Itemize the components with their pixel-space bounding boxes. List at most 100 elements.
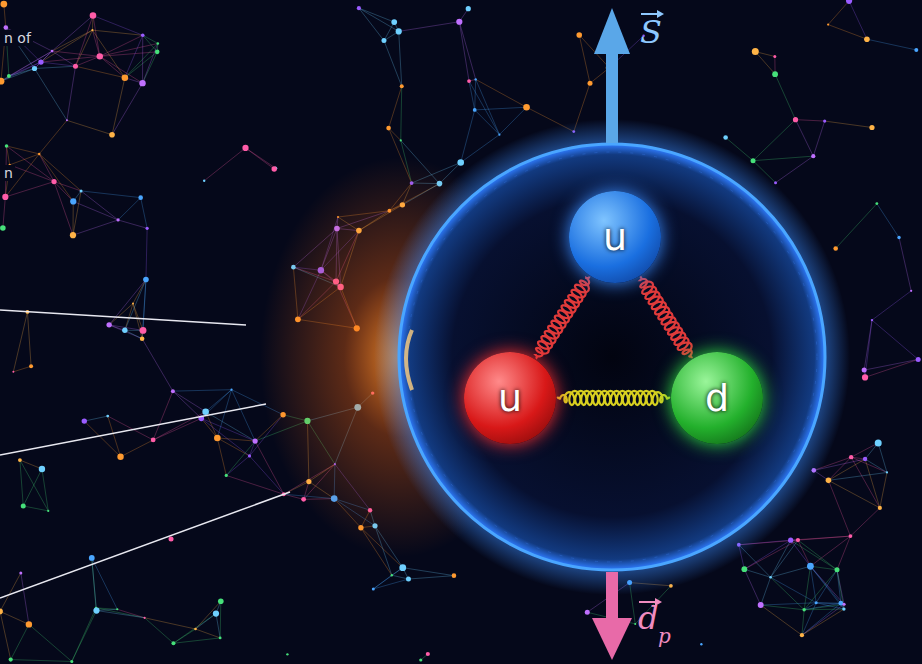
network-filament [153,412,205,440]
network-spark [826,478,832,484]
network-spark [253,438,258,443]
network-filament [54,182,73,202]
network-filament [403,568,454,576]
network-spark [51,179,56,184]
network-spark [773,55,776,58]
network-filament [23,469,42,506]
network-spark [372,587,375,590]
network-filament [392,575,409,579]
network-spark [910,290,912,292]
network-spark [452,573,457,578]
network-spark [381,38,386,43]
network-spark [752,48,759,55]
network-spark [807,563,814,570]
network-spark [169,537,174,542]
network-filament [173,390,232,391]
network-spark [400,139,402,141]
network-spark [498,134,500,136]
network-spark [399,564,406,571]
network-filament [72,611,97,662]
leader-line [0,310,246,325]
network-filament [459,22,475,80]
network-spark [218,598,224,604]
network-filament [143,35,158,43]
network-spark [230,389,232,391]
network-spark [203,180,205,182]
network-filament [27,312,31,366]
network-spark [5,144,9,148]
network-filament [246,148,276,168]
network-filament [72,201,73,235]
network-filament [92,558,118,609]
network-filament [753,156,813,161]
network-spark [576,32,582,38]
network-spark [122,328,127,333]
network-spark [32,66,37,71]
sphere-edge-glow [406,330,412,390]
network-spark [456,19,462,25]
network-spark [793,117,798,122]
network-filament [4,4,6,27]
network-filament [42,469,48,511]
network-spark [849,455,853,459]
network-filament [877,204,899,238]
network-filament [476,79,527,107]
network-spark [406,577,411,582]
network-filament [41,62,76,66]
network-filament [117,609,144,618]
network-spark [89,555,95,561]
network-spark [143,277,149,283]
network-filament [75,16,92,67]
network-filament [217,438,226,475]
network-filament [761,577,771,605]
network-spark [846,0,852,4]
network-spark [144,617,146,619]
network-filament [41,56,100,62]
network-spark [26,621,32,627]
network-filament [13,312,27,372]
network-filament [142,339,173,391]
network-spark [741,566,747,572]
network-spark [138,195,143,200]
network-spark [811,154,815,158]
network-filament [776,156,814,183]
network-spark [862,374,868,380]
network-filament [1,62,41,81]
network-filament [373,579,408,589]
network-filament [141,198,147,229]
network-filament [384,41,402,87]
spin-symbol: S [640,16,662,48]
network-spark [271,166,276,171]
network-spark [214,435,221,442]
network-filament [201,418,255,441]
network-spark [140,336,145,341]
network-spark [18,458,22,462]
network-spark [0,225,6,231]
network-filament [851,457,887,472]
network-filament [75,66,124,78]
network-filament [125,43,158,77]
network-spark [871,319,873,321]
network-filament [108,416,153,440]
network-spark [426,652,430,656]
network-filament [125,35,143,77]
network-spark [585,610,590,615]
network-spark [139,80,145,86]
network-spark [723,135,728,140]
network-spark [116,218,119,221]
network-filament [810,566,837,570]
network-filament [23,506,48,511]
quark-sphere: d [671,352,763,444]
network-filament [112,83,142,135]
network-spark [473,108,477,112]
network-spark [772,71,778,77]
network-filament [828,459,865,480]
network-filament [100,35,143,56]
network-filament [143,35,157,52]
network-filament [475,107,527,110]
network-spark [875,439,882,446]
network-filament [143,280,146,331]
network-filament [867,39,916,50]
